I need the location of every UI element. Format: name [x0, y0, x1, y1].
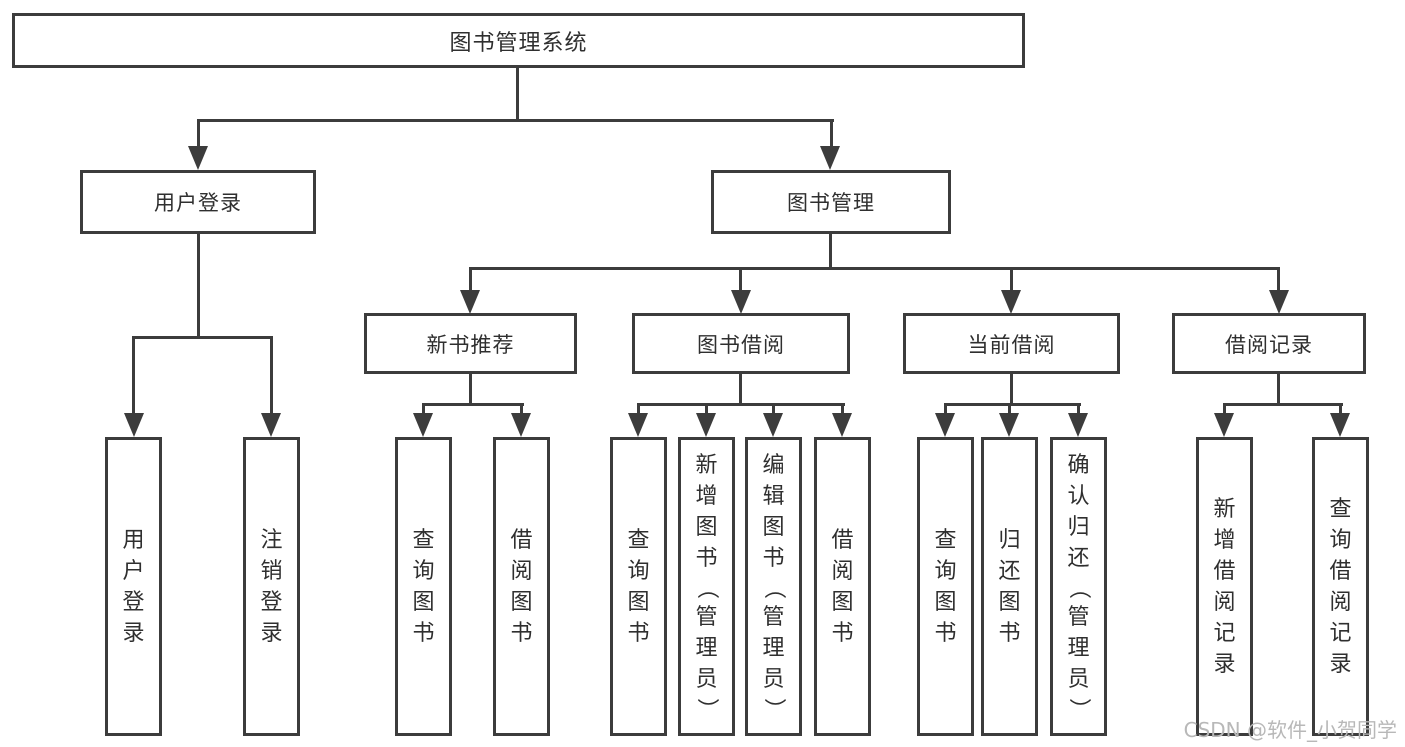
arrowhead-down-icon: [413, 413, 433, 437]
leaf-user-login: 用户登录: [105, 437, 162, 736]
connector-line: [739, 267, 742, 292]
connector-line: [132, 336, 135, 414]
connector-line: [944, 403, 947, 415]
connector-line: [841, 403, 844, 415]
arrowhead-down-icon: [188, 146, 208, 170]
connector-line: [422, 403, 425, 415]
leaf-label: 编辑图书（管理员）: [761, 453, 787, 721]
leaf-borrow-books-recommend: 借阅图书: [493, 437, 550, 736]
leaf-label: 新增借阅记录: [1213, 496, 1236, 677]
leaf-borrow-books: 借阅图书: [814, 437, 871, 736]
node-book-management: 图书管理: [711, 170, 951, 234]
connector-line: [469, 267, 1280, 270]
connector-line: [270, 336, 273, 414]
arrowhead-down-icon: [1214, 413, 1234, 437]
node-label: 图书管理: [787, 191, 875, 215]
leaf-label: 查询图书: [412, 527, 435, 646]
leaf-logout: 注销登录: [243, 437, 300, 736]
connector-line: [1008, 403, 1011, 415]
connector-line: [830, 119, 833, 147]
leaf-return-books: 归还图书: [981, 437, 1038, 736]
connector-line: [1223, 403, 1343, 406]
arrowhead-down-icon: [261, 413, 281, 437]
arrowhead-down-icon: [696, 413, 716, 437]
leaf-label: 确认归还（管理员）: [1066, 453, 1092, 721]
connector-line: [132, 336, 273, 339]
leaf-label: 查询图书: [627, 527, 650, 646]
connector-line: [469, 267, 472, 292]
arrowhead-down-icon: [124, 413, 144, 437]
node-root-book-management-system: 图书管理系统: [12, 13, 1025, 68]
arrowhead-down-icon: [1001, 290, 1021, 314]
node-label: 图书借阅: [697, 332, 785, 357]
leaf-edit-books-admin: 编辑图书（管理员）: [745, 437, 802, 736]
arrowhead-down-icon: [935, 413, 955, 437]
leaf-label: 查询图书: [934, 527, 957, 646]
node-current-borrow: 当前借阅: [903, 313, 1120, 374]
node-book-borrow: 图书借阅: [632, 313, 850, 374]
connector-line: [1339, 403, 1342, 415]
arrowhead-down-icon: [1068, 413, 1088, 437]
connector-line: [1277, 374, 1280, 405]
arrowhead-down-icon: [763, 413, 783, 437]
leaf-query-books-current: 查询图书: [917, 437, 974, 736]
leaf-label: 归还图书: [998, 527, 1021, 646]
connector-line: [1010, 374, 1013, 405]
connector-line: [1077, 403, 1080, 415]
connector-line: [516, 68, 519, 120]
connector-line: [197, 119, 834, 122]
leaf-label: 注销登录: [260, 527, 283, 646]
arrowhead-down-icon: [731, 290, 751, 314]
connector-line: [1277, 267, 1280, 292]
connector-line: [705, 403, 708, 415]
node-label: 图书管理系统: [449, 30, 588, 56]
leaf-add-borrow-record: 新增借阅记录: [1196, 437, 1253, 736]
node-label: 新书推荐: [426, 332, 515, 357]
arrowhead-down-icon: [1330, 413, 1350, 437]
leaf-label: 借阅图书: [510, 527, 533, 646]
connector-line: [739, 374, 742, 405]
leaf-add-books-admin: 新增图书（管理员）: [678, 437, 735, 736]
node-user-login: 用户登录: [80, 170, 316, 234]
arrowhead-down-icon: [999, 413, 1019, 437]
node-borrow-records: 借阅记录: [1172, 313, 1366, 374]
connector-line: [637, 403, 640, 415]
arrowhead-down-icon: [511, 413, 531, 437]
leaf-label: 借阅图书: [831, 527, 854, 646]
connector-line: [637, 403, 845, 406]
connector-line: [520, 403, 523, 415]
connector-line: [944, 403, 1081, 406]
node-label: 借阅记录: [1225, 332, 1313, 357]
leaf-label: 新增图书（管理员）: [694, 453, 720, 721]
connector-line: [422, 403, 524, 406]
connector-line: [772, 403, 775, 415]
arrowhead-down-icon: [832, 413, 852, 437]
leaf-label: 查询借阅记录: [1329, 496, 1352, 677]
leaf-label: 用户登录: [122, 527, 145, 646]
node-label: 用户登录: [154, 191, 242, 215]
leaf-confirm-return-admin: 确认归还（管理员）: [1050, 437, 1107, 736]
connector-line: [197, 119, 200, 147]
arrowhead-down-icon: [1269, 290, 1289, 314]
arrowhead-down-icon: [460, 290, 480, 314]
arrowhead-down-icon: [820, 146, 840, 170]
leaf-query-books-borrow: 查询图书: [610, 437, 667, 736]
csdn-watermark: CSDN @软件_小贺同学: [1183, 718, 1397, 742]
leaf-query-books-recommend: 查询图书: [395, 437, 452, 736]
connector-line: [197, 234, 200, 338]
connector-line: [1223, 403, 1226, 415]
connector-line: [469, 374, 472, 405]
arrowhead-down-icon: [628, 413, 648, 437]
node-new-book-recommend: 新书推荐: [364, 313, 577, 374]
connector-line: [1010, 267, 1013, 292]
leaf-query-borrow-record: 查询借阅记录: [1312, 437, 1369, 736]
node-label: 当前借阅: [967, 332, 1056, 357]
connector-line: [829, 234, 832, 269]
